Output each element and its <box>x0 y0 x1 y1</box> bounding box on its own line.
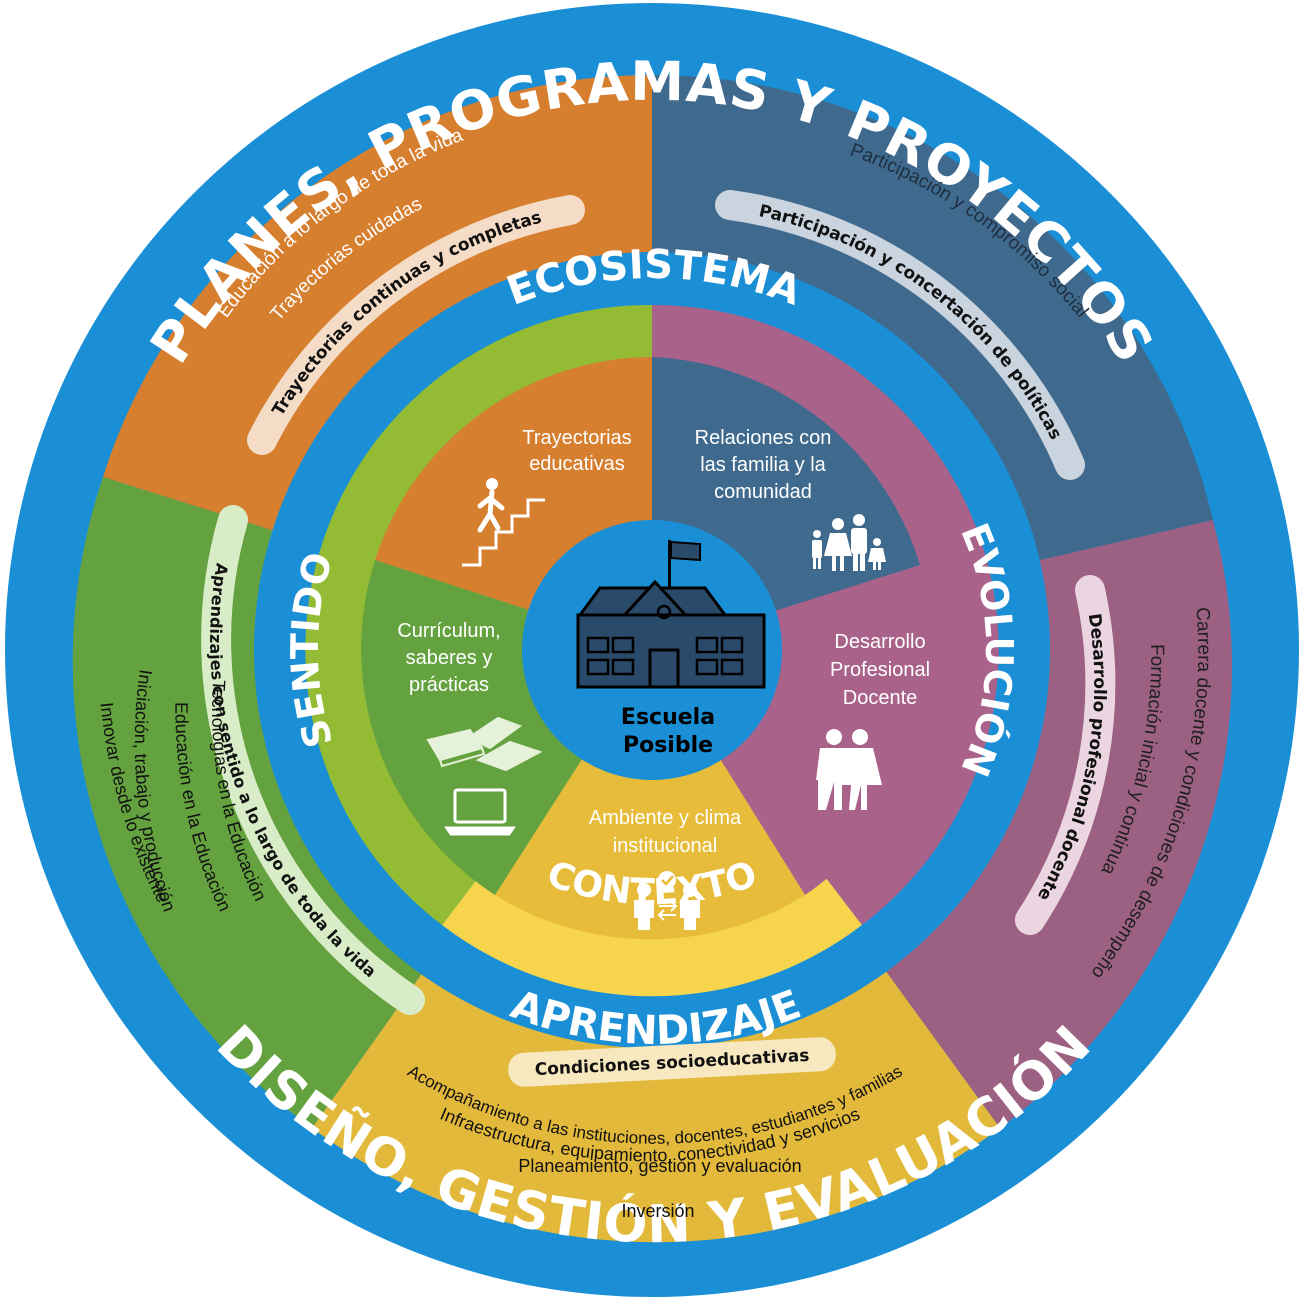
trayectorias-line-1: Trayectorias <box>522 427 631 449</box>
center-label-line2: Posible <box>623 733 713 758</box>
center-label-line1: Escuela <box>621 705 715 730</box>
curriculum-line-3: prácticas <box>409 674 489 696</box>
stairs-climber-icon <box>462 478 545 567</box>
laptop-icon <box>444 788 516 836</box>
trayectorias-line-2: educativas <box>529 453 625 475</box>
green-pill <box>201 505 425 1015</box>
desarrollo-line-1: Desarrollo <box>834 631 925 653</box>
relaciones-line-1: Relaciones con <box>695 427 832 449</box>
inner-desarrollo: Desarrollo Profesional Docente <box>830 631 930 709</box>
school-building-icon <box>576 540 766 689</box>
curriculum-line-1: Currículum, <box>397 620 500 642</box>
inner-ambiente: Ambiente y clima institucional <box>589 807 742 857</box>
teachers-icon <box>816 729 882 810</box>
curriculum-line-2: saberes y <box>406 647 493 669</box>
mauve-pill <box>1015 575 1116 935</box>
yellow-pill <box>508 1037 836 1087</box>
orange-pill <box>247 195 585 455</box>
slate-pill <box>715 190 1085 480</box>
people-exchange-icon <box>634 871 700 930</box>
inner-relaciones: Relaciones con las familia y la comunida… <box>695 427 832 503</box>
inner-trayectorias: Trayectorias educativas <box>522 427 631 475</box>
inner-curriculum: Currículum, saberes y prácticas <box>397 620 500 696</box>
desarrollo-line-3: Docente <box>843 687 918 709</box>
relaciones-line-3: comunidad <box>714 481 812 503</box>
relaciones-line-2: las familia y la <box>700 454 826 476</box>
inner-yellow-ambiente <box>495 650 805 940</box>
family-icon <box>812 514 886 571</box>
desarrollo-line-2: Profesional <box>830 659 930 681</box>
yellow-line-3: Planeamiento, gestión y evaluación <box>518 1156 801 1176</box>
books-icon <box>426 716 543 772</box>
yellow-line-4: Inversión <box>621 1201 694 1221</box>
ambiente-line-1: Ambiente y clima <box>589 807 742 829</box>
ambiente-line-2: institucional <box>613 835 718 857</box>
